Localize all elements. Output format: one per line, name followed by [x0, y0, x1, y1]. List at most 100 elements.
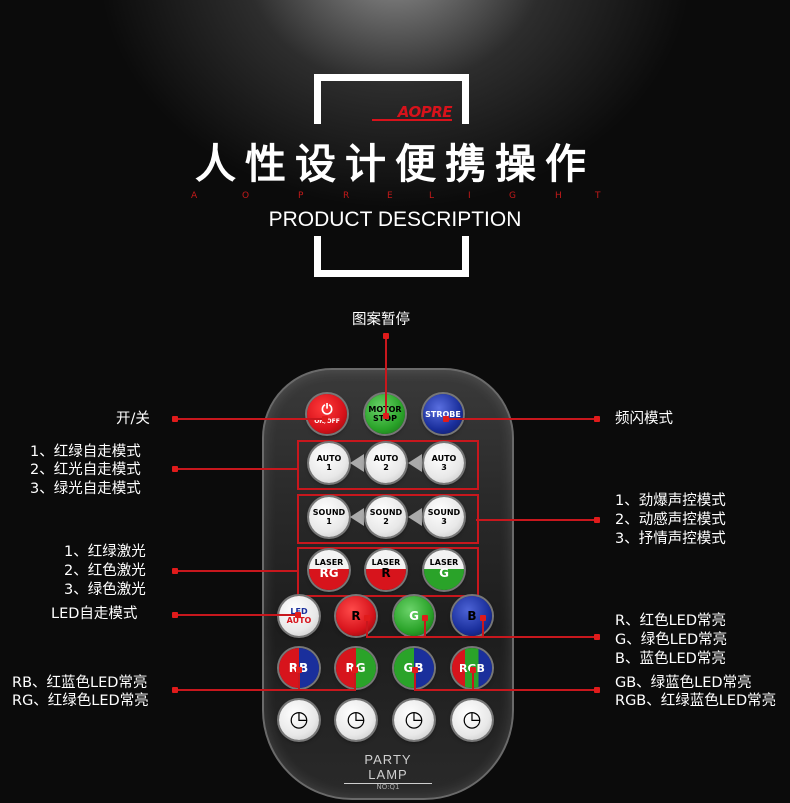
header-frame-top [314, 74, 469, 81]
label-pattern-pause: 图案暂停 [352, 312, 410, 328]
callout-line-rb-rg [174, 689, 354, 691]
label-led-auto: LED自走模式 [51, 606, 138, 622]
arrow-icon [408, 508, 422, 526]
callout-dot [594, 517, 600, 523]
callout-dot [172, 687, 178, 693]
callout-line-rb-drop [298, 670, 300, 691]
auto-group-box [297, 440, 479, 490]
callout-dot [172, 612, 178, 618]
callout-line-strobe [446, 418, 598, 420]
callout-line-led-r-drop [366, 618, 368, 638]
label-laser-2: 2、红色激光 [64, 563, 146, 579]
callout-dot [594, 416, 600, 422]
label-rgb: RGB、红绿蓝色LED常亮 [615, 693, 777, 709]
spotlight-glow [95, 0, 695, 210]
callout-dot [480, 615, 486, 621]
callout-dot [383, 413, 389, 419]
label-laser-1: 1、红绿激光 [64, 544, 146, 560]
callout-line-led-g-drop [424, 618, 426, 638]
party-lamp-label: PARTY LAMP [344, 752, 432, 784]
callout-dot [470, 667, 476, 673]
timer-button-3[interactable]: ◷ [394, 700, 434, 740]
label-led-r: R、红色LED常亮 [615, 613, 726, 629]
led-g-button[interactable]: G [394, 596, 434, 636]
arrow-icon [350, 508, 364, 526]
clock-icon: ◷ [404, 707, 424, 732]
timer-button-1[interactable]: ◷ [279, 700, 319, 740]
callout-line-pause [385, 336, 387, 416]
led-r-button[interactable]: R [336, 596, 376, 636]
header-frame-bottom [314, 270, 469, 277]
callout-line-onoff [174, 418, 326, 420]
led-rg-button[interactable]: RG [336, 648, 376, 688]
header-frame-right-upper [462, 74, 469, 124]
callout-line-sound [476, 519, 598, 521]
power-icon: ⏻ [321, 401, 333, 418]
callout-line-rg-drop [354, 670, 356, 691]
callout-dot [172, 466, 178, 472]
brand-logo: AOPRE [397, 103, 453, 121]
callout-dot [172, 416, 178, 422]
brand-underline [372, 119, 452, 121]
callout-line-led-b-drop [482, 618, 484, 638]
callout-dot [295, 612, 301, 618]
label-auto-3: 3、绿光自走模式 [30, 481, 141, 497]
callout-dot [594, 687, 600, 693]
label-rb: RB、红蓝色LED常亮 [12, 675, 148, 691]
callout-dot [422, 615, 428, 621]
callout-dot [594, 634, 600, 640]
callout-dot [383, 333, 389, 339]
label-auto-2: 2、红光自走模式 [30, 462, 141, 478]
clock-icon: ◷ [346, 707, 366, 732]
arrow-icon [408, 454, 422, 472]
callout-dot [412, 667, 418, 673]
model-number: NO:Q1 [376, 783, 400, 791]
clock-icon: ◷ [462, 707, 482, 732]
header-frame-left-lower [314, 236, 321, 277]
label-onoff: 开/关 [116, 411, 150, 427]
power-button[interactable]: ⏻ ON/OFF [307, 394, 347, 434]
header-frame-right-lower [462, 236, 469, 277]
callout-line-rgb-drop [472, 670, 474, 691]
label-gb: GB、绿蓝色LED常亮 [615, 675, 752, 691]
arrow-icon [350, 454, 364, 472]
product-description-heading: PRODUCT DESCRIPTION [268, 208, 522, 231]
label-rg: RG、红绿色LED常亮 [12, 693, 149, 709]
label-led-g: G、绿色LED常亮 [615, 632, 728, 648]
callout-line-auto [174, 468, 298, 470]
label-auto-1: 1、红绿自走模式 [30, 444, 141, 460]
laser-group-box [297, 547, 479, 597]
callout-line-laser [174, 570, 298, 572]
label-led-b: B、蓝色LED常亮 [615, 651, 726, 667]
strobe-button[interactable]: STROBE [423, 394, 463, 434]
callout-dot [443, 416, 449, 422]
label-laser-3: 3、绿色激光 [64, 582, 146, 598]
led-b-button[interactable]: B [452, 596, 492, 636]
callout-dot [352, 667, 358, 673]
page-title: 人性设计便携操作 [195, 140, 595, 188]
callout-line-gb-drop [414, 670, 416, 691]
timer-button-4[interactable]: ◷ [452, 700, 492, 740]
callout-dot [322, 416, 328, 422]
label-sound-3: 3、抒情声控模式 [615, 531, 726, 547]
callout-line-led-auto [174, 614, 298, 616]
label-sound-2: 2、动感声控模式 [615, 512, 726, 528]
clock-icon: ◷ [289, 707, 309, 732]
label-sound-1: 1、劲爆声控模式 [615, 493, 726, 509]
callout-line-gb-rgb [414, 689, 598, 691]
callout-dot [296, 667, 302, 673]
label-strobe: 频闪模式 [615, 411, 673, 427]
timer-button-2[interactable]: ◷ [336, 700, 376, 740]
callout-dot [172, 568, 178, 574]
callout-dot [364, 615, 370, 621]
header-frame-left-upper [314, 74, 321, 124]
